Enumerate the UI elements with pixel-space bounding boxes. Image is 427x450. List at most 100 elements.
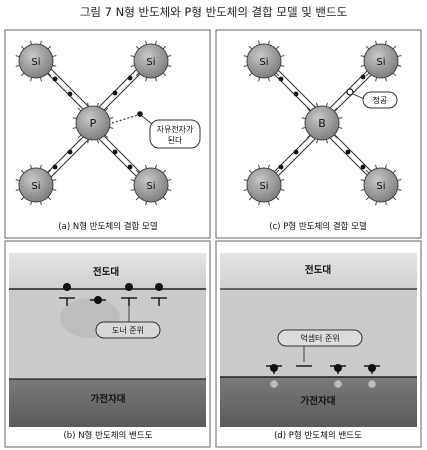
- panel-d-valence-band: [220, 377, 417, 427]
- atom-spike: [15, 64, 20, 67]
- hole-circle: [367, 379, 377, 389]
- atom-spike: [154, 164, 157, 169]
- atom-b-center: [304, 105, 340, 141]
- atom-spike: [301, 126, 306, 129]
- panel-d-acceptor-label: 억셉터 준위: [300, 333, 339, 343]
- electron-dot: [94, 296, 102, 304]
- caption-c: (c) P형 반도체의 결합 모델: [269, 221, 367, 232]
- atom-spike: [77, 134, 82, 139]
- atom-spike: [392, 72, 397, 77]
- atom-spike: [365, 169, 370, 174]
- atom-spike: [365, 196, 370, 201]
- atom-spike: [360, 188, 365, 191]
- atom-spike: [15, 179, 20, 182]
- atom-spike: [248, 196, 253, 201]
- atom-spike: [130, 188, 135, 191]
- atom-spike: [392, 169, 397, 174]
- atom-spike: [130, 55, 135, 58]
- atom-spike: [30, 77, 33, 82]
- electron-dot: [155, 283, 163, 291]
- caption-d: (d) P형 반도체의 밴드도: [274, 430, 362, 441]
- atom-spike: [47, 169, 52, 174]
- atom-spike: [360, 179, 365, 182]
- panel-a-atom-spikes: [15, 40, 172, 206]
- atom-spike: [96, 102, 99, 107]
- atom-spike: [87, 139, 90, 144]
- atom-spike: [87, 102, 90, 107]
- atom-si-bottom-right: [133, 167, 169, 203]
- panel-d-electrons: [270, 364, 376, 372]
- panel-d-valence-label: 가전자대: [301, 395, 336, 407]
- atom-label-b: B: [318, 117, 326, 130]
- atom-label-si: Si: [376, 181, 385, 192]
- electron-dot: [63, 283, 71, 291]
- atom-spike: [258, 164, 261, 169]
- atom-spike: [280, 179, 285, 182]
- atom-spike: [338, 126, 343, 129]
- callout-c-box: [362, 91, 398, 109]
- panel-b-conduction-label: 전도대: [93, 266, 119, 278]
- atom-spike: [47, 72, 52, 77]
- callout-c-label: 정공: [373, 95, 388, 105]
- hole-circle: [333, 379, 343, 389]
- electron-dot: [360, 74, 366, 80]
- atom-spike: [267, 77, 270, 82]
- atom-spike: [162, 72, 167, 77]
- atom-label-si: Si: [146, 57, 155, 68]
- atom-spike: [325, 139, 328, 144]
- atom-spike: [243, 179, 248, 182]
- electron-dot: [127, 164, 133, 170]
- atom-spike: [375, 77, 378, 82]
- atom-spike: [338, 117, 343, 120]
- atom-spike: [258, 201, 261, 206]
- atom-spike: [333, 107, 338, 112]
- callout-a-box: [149, 119, 201, 149]
- atom-spike: [145, 40, 148, 45]
- atom-si-bottom-left: [18, 167, 54, 203]
- atom-label-si: Si: [376, 57, 385, 68]
- atom-spike: [20, 72, 25, 77]
- atom-spike: [384, 40, 387, 45]
- electron-dot: [278, 76, 284, 82]
- atom-spike: [397, 179, 402, 182]
- atom-spike: [384, 201, 387, 206]
- atom-spike: [52, 188, 57, 191]
- electron-dot: [112, 90, 118, 96]
- atom-label-si: Si: [31, 57, 40, 68]
- figure-title: 그림 7 N형 반도체와 P형 반도체의 결합 모델 및 밴드도: [79, 5, 348, 19]
- electron-dot: [127, 75, 133, 81]
- atom-label-si: Si: [146, 181, 155, 192]
- atom-spike: [52, 64, 57, 67]
- atom-spike: [375, 164, 378, 169]
- atom-spike: [248, 169, 253, 174]
- atom-spike: [72, 117, 77, 120]
- panel-b-label-box: [95, 321, 161, 339]
- panel-d-conduction-band: [220, 253, 417, 289]
- atom-spike: [52, 179, 57, 182]
- panel-c-atoms: [246, 43, 399, 203]
- atom-spike: [104, 134, 109, 139]
- panel-d-conduction-label: 전도대: [305, 264, 331, 276]
- panel-a-electrons: [52, 75, 143, 170]
- panel-b-valence-label: 가전자대: [91, 393, 126, 405]
- electron-dot: [67, 149, 73, 155]
- atom-spike: [20, 169, 25, 174]
- atom-spike: [267, 40, 270, 45]
- atom-spike: [325, 102, 328, 107]
- atom-spike: [47, 196, 52, 201]
- atom-spike: [30, 164, 33, 169]
- panel-c-atom-spikes: [243, 40, 402, 206]
- atom-spike: [77, 107, 82, 112]
- electron-dot: [112, 149, 118, 155]
- electron-dot: [360, 164, 366, 170]
- panel-b-valence-band: [9, 379, 206, 427]
- callout-c-pointer: [352, 93, 365, 100]
- electron-dot: [293, 149, 299, 155]
- electron-dot: [334, 364, 342, 372]
- atom-spike: [275, 169, 280, 174]
- electron-dot: [278, 164, 284, 170]
- atom-spike: [392, 45, 397, 50]
- atom-spike: [258, 77, 261, 82]
- atom-spike: [280, 64, 285, 67]
- atom-si-top-right: [363, 43, 399, 79]
